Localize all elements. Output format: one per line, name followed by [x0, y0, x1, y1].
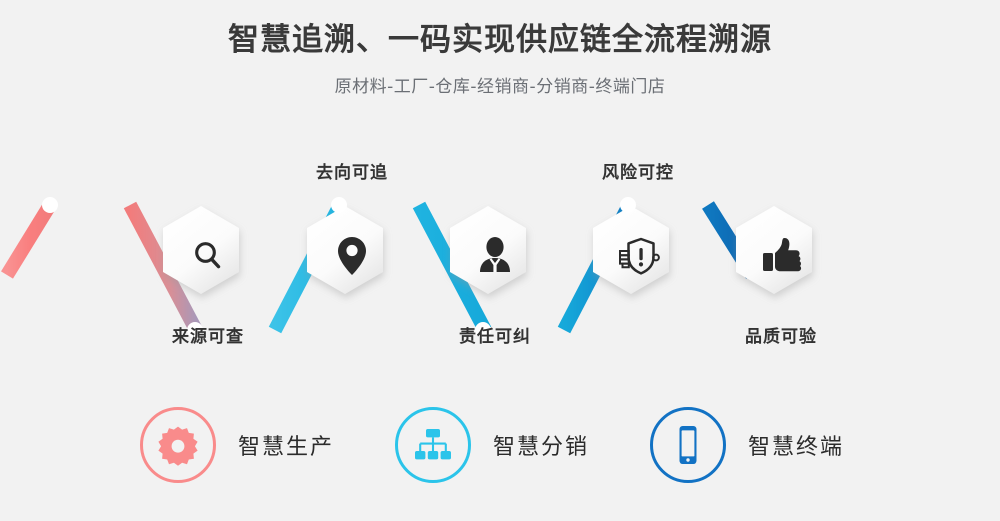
feature-smart-terminal[interactable]: 智慧终端 [650, 398, 844, 492]
businessman-icon [447, 202, 543, 310]
chain-node-risk[interactable]: 风险可控 [590, 163, 686, 310]
search-icon [160, 202, 256, 310]
thumbs-up-icon [733, 202, 829, 310]
chain-node-label: 风险可控 [602, 163, 674, 183]
feature-smart-production[interactable]: 智慧生产 [140, 398, 334, 492]
hexagon-plate [163, 206, 239, 294]
chain-node-label: 责任可纠 [459, 327, 531, 347]
feature-label: 智慧生产 [238, 435, 335, 460]
feature-smart-distribution[interactable]: 智慧分销 [395, 398, 589, 492]
supply-chain-flow: 来源可查 去向可追 责任可纠 [0, 163, 1000, 355]
chain-node-label: 品质可验 [745, 327, 817, 347]
chain-node-source[interactable]: 来源可查 [160, 202, 256, 347]
vertex-marker [42, 197, 58, 213]
shield-alert-icon [590, 202, 686, 310]
smartphone-icon [650, 407, 726, 483]
chain-node-destination[interactable]: 去向可追 [304, 163, 400, 310]
hexagon-plate [736, 206, 812, 294]
vertex-marker [620, 197, 636, 213]
feature-label: 智慧终端 [748, 435, 845, 460]
feature-row: 智慧生产 智慧分销 [0, 398, 1000, 498]
gear-icon [140, 407, 216, 483]
vertex-marker [475, 322, 491, 338]
page-title: 智慧追溯、一码实现供应链全流程溯源 [228, 22, 772, 58]
location-pin-icon [304, 202, 400, 310]
org-chart-icon [395, 407, 471, 483]
page-subtitle: 原材料-工厂-仓库-经销商-分销商-终端门店 [334, 77, 666, 97]
header: 智慧追溯、一码实现供应链全流程溯源 原材料-工厂-仓库-经销商-分销商-终端门店 [0, 18, 1000, 100]
hexagon-plate [593, 206, 669, 294]
chain-node-responsibility[interactable]: 责任可纠 [447, 202, 543, 347]
chain-node-quality[interactable]: 品质可验 [733, 202, 829, 347]
feature-label: 智慧分销 [493, 435, 590, 460]
vertex-marker [187, 322, 203, 338]
chain-node-label: 来源可查 [172, 327, 244, 347]
vertex-marker [331, 197, 347, 213]
chain-node-label: 去向可追 [316, 163, 388, 183]
